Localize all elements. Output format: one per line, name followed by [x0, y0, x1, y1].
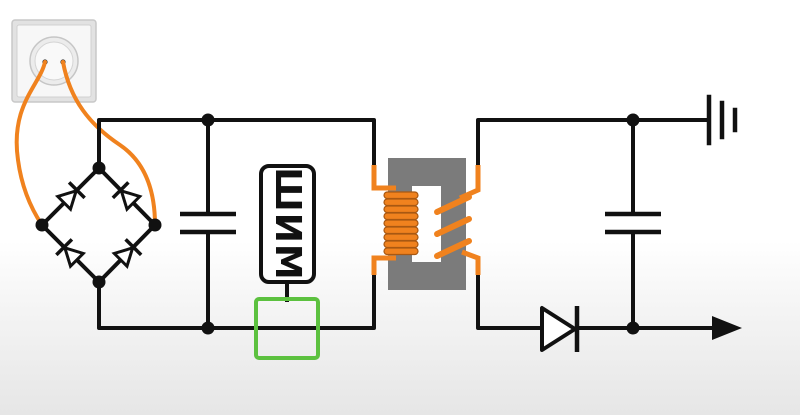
primary-lead-bottom: [371, 255, 396, 275]
mains-leads: [14, 60, 157, 227]
wire-bridge-top: [97, 118, 376, 170]
node-cap-in-bottom: [201, 321, 215, 335]
bridge-diode-1: [54, 181, 86, 213]
output-capacitor: [605, 211, 661, 235]
wire-bridge-bottom: [97, 273, 376, 330]
current-sense-element: [254, 297, 320, 360]
bridge-diode-4: [111, 238, 143, 270]
node-cap-in-top: [201, 113, 215, 127]
pwm-box: [259, 164, 316, 284]
lead-left: [14, 60, 47, 227]
node-cap-out-bottom: [626, 321, 640, 335]
wire-secondary-top: [476, 118, 707, 167]
pulse-transformer: [371, 158, 481, 290]
pwm-label: ШИМ: [267, 167, 308, 280]
wire-secondary-bottom: [476, 273, 542, 330]
bridge-outline: [40, 166, 157, 284]
node-bridge-top: [92, 161, 106, 175]
secondary-lead-bottom: [461, 249, 481, 275]
diode-bridge: [40, 166, 157, 284]
bridge-diode-3: [55, 238, 87, 270]
node-cap-out-top: [626, 113, 640, 127]
output-diode: [540, 306, 580, 352]
transformer-core: [388, 158, 466, 290]
primary-lead-top: [371, 165, 396, 191]
input-capacitor: [180, 211, 236, 235]
bridge-diode-2: [111, 181, 143, 213]
node-bridge-left: [35, 218, 49, 232]
wall-socket-icon: [11, 19, 97, 103]
output-arrow: [712, 316, 742, 340]
secondary-winding: [434, 194, 472, 259]
pwm-controller: ШИМ: [259, 164, 316, 284]
ground-symbol: [706, 94, 738, 146]
primary-winding: [383, 191, 419, 256]
node-bridge-right: [148, 218, 162, 232]
node-bridge-bottom: [92, 275, 106, 289]
junction-nodes: [35, 113, 640, 335]
lead-right: [61, 60, 157, 227]
